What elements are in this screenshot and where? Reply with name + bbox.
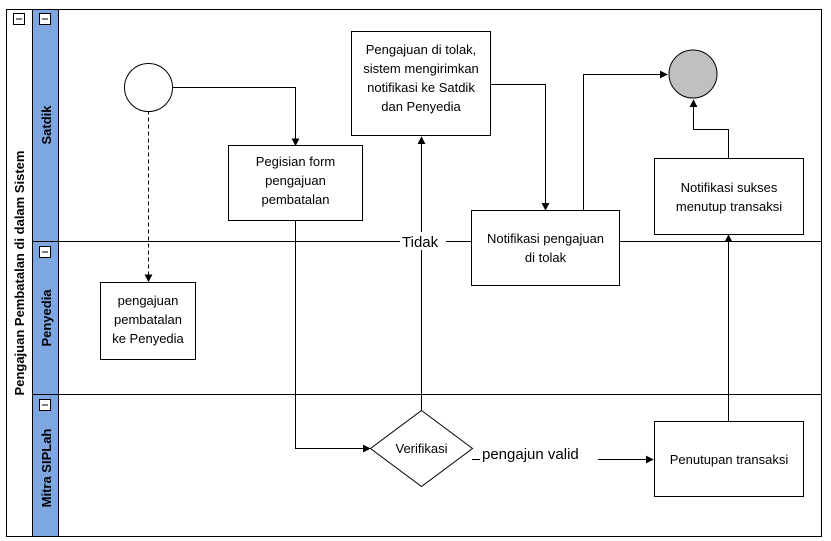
task-penyedia-line-3: ke Penyedia — [112, 331, 184, 346]
gateway-verifikasi-label: Verifikasi — [395, 441, 447, 456]
lane-penyedia-collapse-button[interactable] — [39, 246, 51, 258]
task-ditolak-line-1: Pengajuan di tolak, — [366, 42, 477, 57]
task-pengajuan-ke-penyedia[interactable]: pengajuan pembatalan ke Penyedia — [100, 282, 196, 360]
task-notifikasi-ditolak[interactable]: Notifikasi pengajuan di tolak — [471, 210, 620, 286]
edge-form-to-verifikasi — [295, 220, 371, 453]
lane-label-penyedia: Penyedia — [39, 289, 54, 347]
edge-start-to-form — [169, 87, 300, 147]
edge-label-tidak: Tidak — [402, 234, 439, 251]
task-ditolak-line-3: notifikasi ke Satdik — [367, 80, 475, 95]
lane-label-mitra-siplah: Mitra SIPLah — [39, 429, 54, 508]
edge-ditolak-to-notif — [490, 84, 550, 211]
lane-label-satdik: Satdik — [39, 105, 54, 145]
task-penutupan-label: Penutupan transaksi — [670, 452, 789, 467]
start-event[interactable] — [124, 63, 173, 112]
pool-title: Pengajuan Pembatalan di dalam Sistem — [12, 151, 27, 396]
task-form-line-2: pengajuan — [265, 173, 326, 188]
edge-label-valid-bg — [480, 445, 598, 463]
edge-label-tidak-bg — [400, 232, 446, 250]
task-form-line-1: Pegisian form — [256, 154, 335, 169]
task-notif-ditolak-line-2: di tolak — [525, 250, 567, 265]
gateway-verifikasi[interactable]: Verifikasi — [369, 409, 474, 488]
lane-mitra-collapse-button[interactable] — [39, 399, 51, 411]
task-penyedia-line-1: pengajuan — [118, 293, 179, 308]
task-form-pengajuan[interactable]: Pegisian form pengajuan pembatalan — [228, 145, 363, 221]
edge-label-pengajun-valid: pengajun valid — [482, 446, 579, 463]
edge-notif-to-end — [583, 70, 668, 211]
task-form-line-3: pembatalan — [262, 192, 330, 207]
end-event[interactable] — [668, 49, 718, 99]
task-notif-sukses-line-1: Notifikasi sukses — [681, 180, 778, 195]
task-notifikasi-sukses[interactable]: Notifikasi sukses menutup transaksi — [654, 158, 804, 235]
lane-header-band — [33, 10, 58, 536]
lane-satdik-collapse-button[interactable] — [39, 13, 51, 25]
task-pengajuan-ditolak[interactable]: Pengajuan di tolak, sistem mengirimkan n… — [351, 31, 491, 136]
task-notif-ditolak-line-1: Notifikasi pengajuan — [487, 231, 604, 246]
task-penutupan-transaksi[interactable]: Penutupan transaksi — [654, 421, 804, 497]
task-ditolak-line-4: dan Penyedia — [381, 99, 461, 114]
task-ditolak-line-2: sistem mengirimkan — [363, 61, 479, 76]
edge-sukses-to-end — [689, 99, 729, 159]
task-penyedia-line-2: pembatalan — [114, 312, 182, 327]
pool-collapse-button[interactable] — [13, 13, 25, 25]
task-notif-sukses-line-2: menutup transaksi — [676, 199, 782, 214]
